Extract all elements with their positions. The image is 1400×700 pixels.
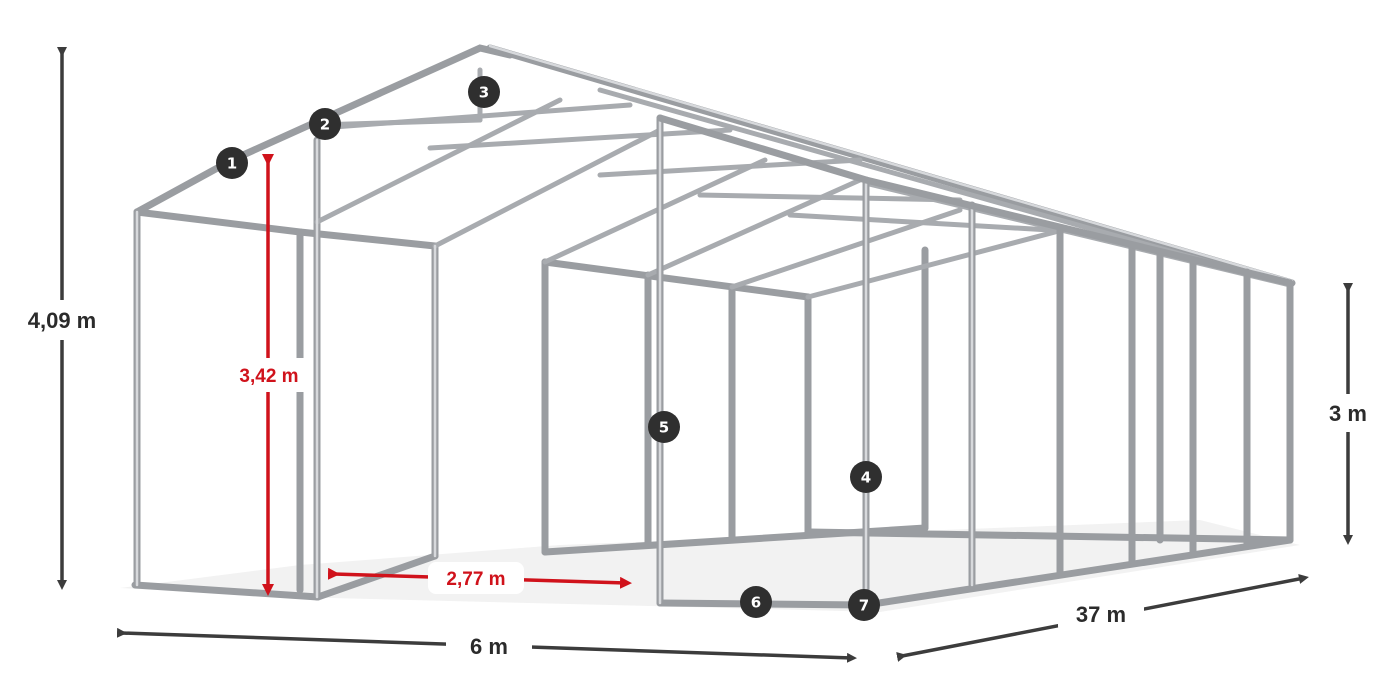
side-height-label: 3,42 m (239, 366, 298, 387)
ridge (486, 44, 1296, 288)
wall-height-label-bg (1312, 394, 1384, 432)
length-label-bg (1058, 594, 1144, 634)
dimension-length: 37 m (896, 574, 1309, 662)
marker-4-label: 4 (861, 469, 871, 487)
purlins (317, 102, 1293, 288)
marker-5-label: 5 (659, 419, 669, 437)
side-height-label-bg (226, 358, 312, 392)
marker-7-label: 7 (859, 597, 869, 615)
marker-2-label: 2 (320, 116, 330, 134)
bay-spacing-label: 2,77 m (446, 569, 505, 590)
marker-6: 6 (740, 586, 772, 618)
marker-1: 1 (216, 147, 248, 179)
wall-height-label: 3 m (1329, 401, 1367, 426)
inner-frame (541, 157, 1058, 556)
marker-4: 4 (850, 461, 882, 493)
dimension-side-height: 3,42 m (226, 154, 312, 596)
width-label-bg (446, 626, 532, 666)
total-height-label-bg (14, 300, 110, 340)
dimension-total-height: 4,09 m (14, 47, 110, 590)
total-height-label: 4,09 m (28, 308, 97, 333)
marker-7: 7 (848, 589, 880, 621)
marker-5: 5 (648, 411, 680, 443)
length-label: 37 m (1076, 602, 1126, 627)
bay-spacing-label-bg (428, 562, 524, 594)
tent-frame (131, 44, 1296, 609)
marker-6-label: 6 (751, 594, 761, 612)
marker-3: 3 (468, 76, 500, 108)
marker-3-label: 3 (479, 84, 489, 102)
width-label: 6 m (470, 634, 508, 659)
dimension-bay-spacing: 2,77 m (327, 562, 632, 594)
front-gable (133, 44, 663, 601)
marker-1-label: 1 (227, 155, 237, 173)
dimension-width: 6 m (116, 626, 857, 666)
side-posts (656, 114, 1294, 609)
dimension-wall-height: 3 m (1312, 283, 1384, 545)
marker-2: 2 (309, 108, 341, 140)
